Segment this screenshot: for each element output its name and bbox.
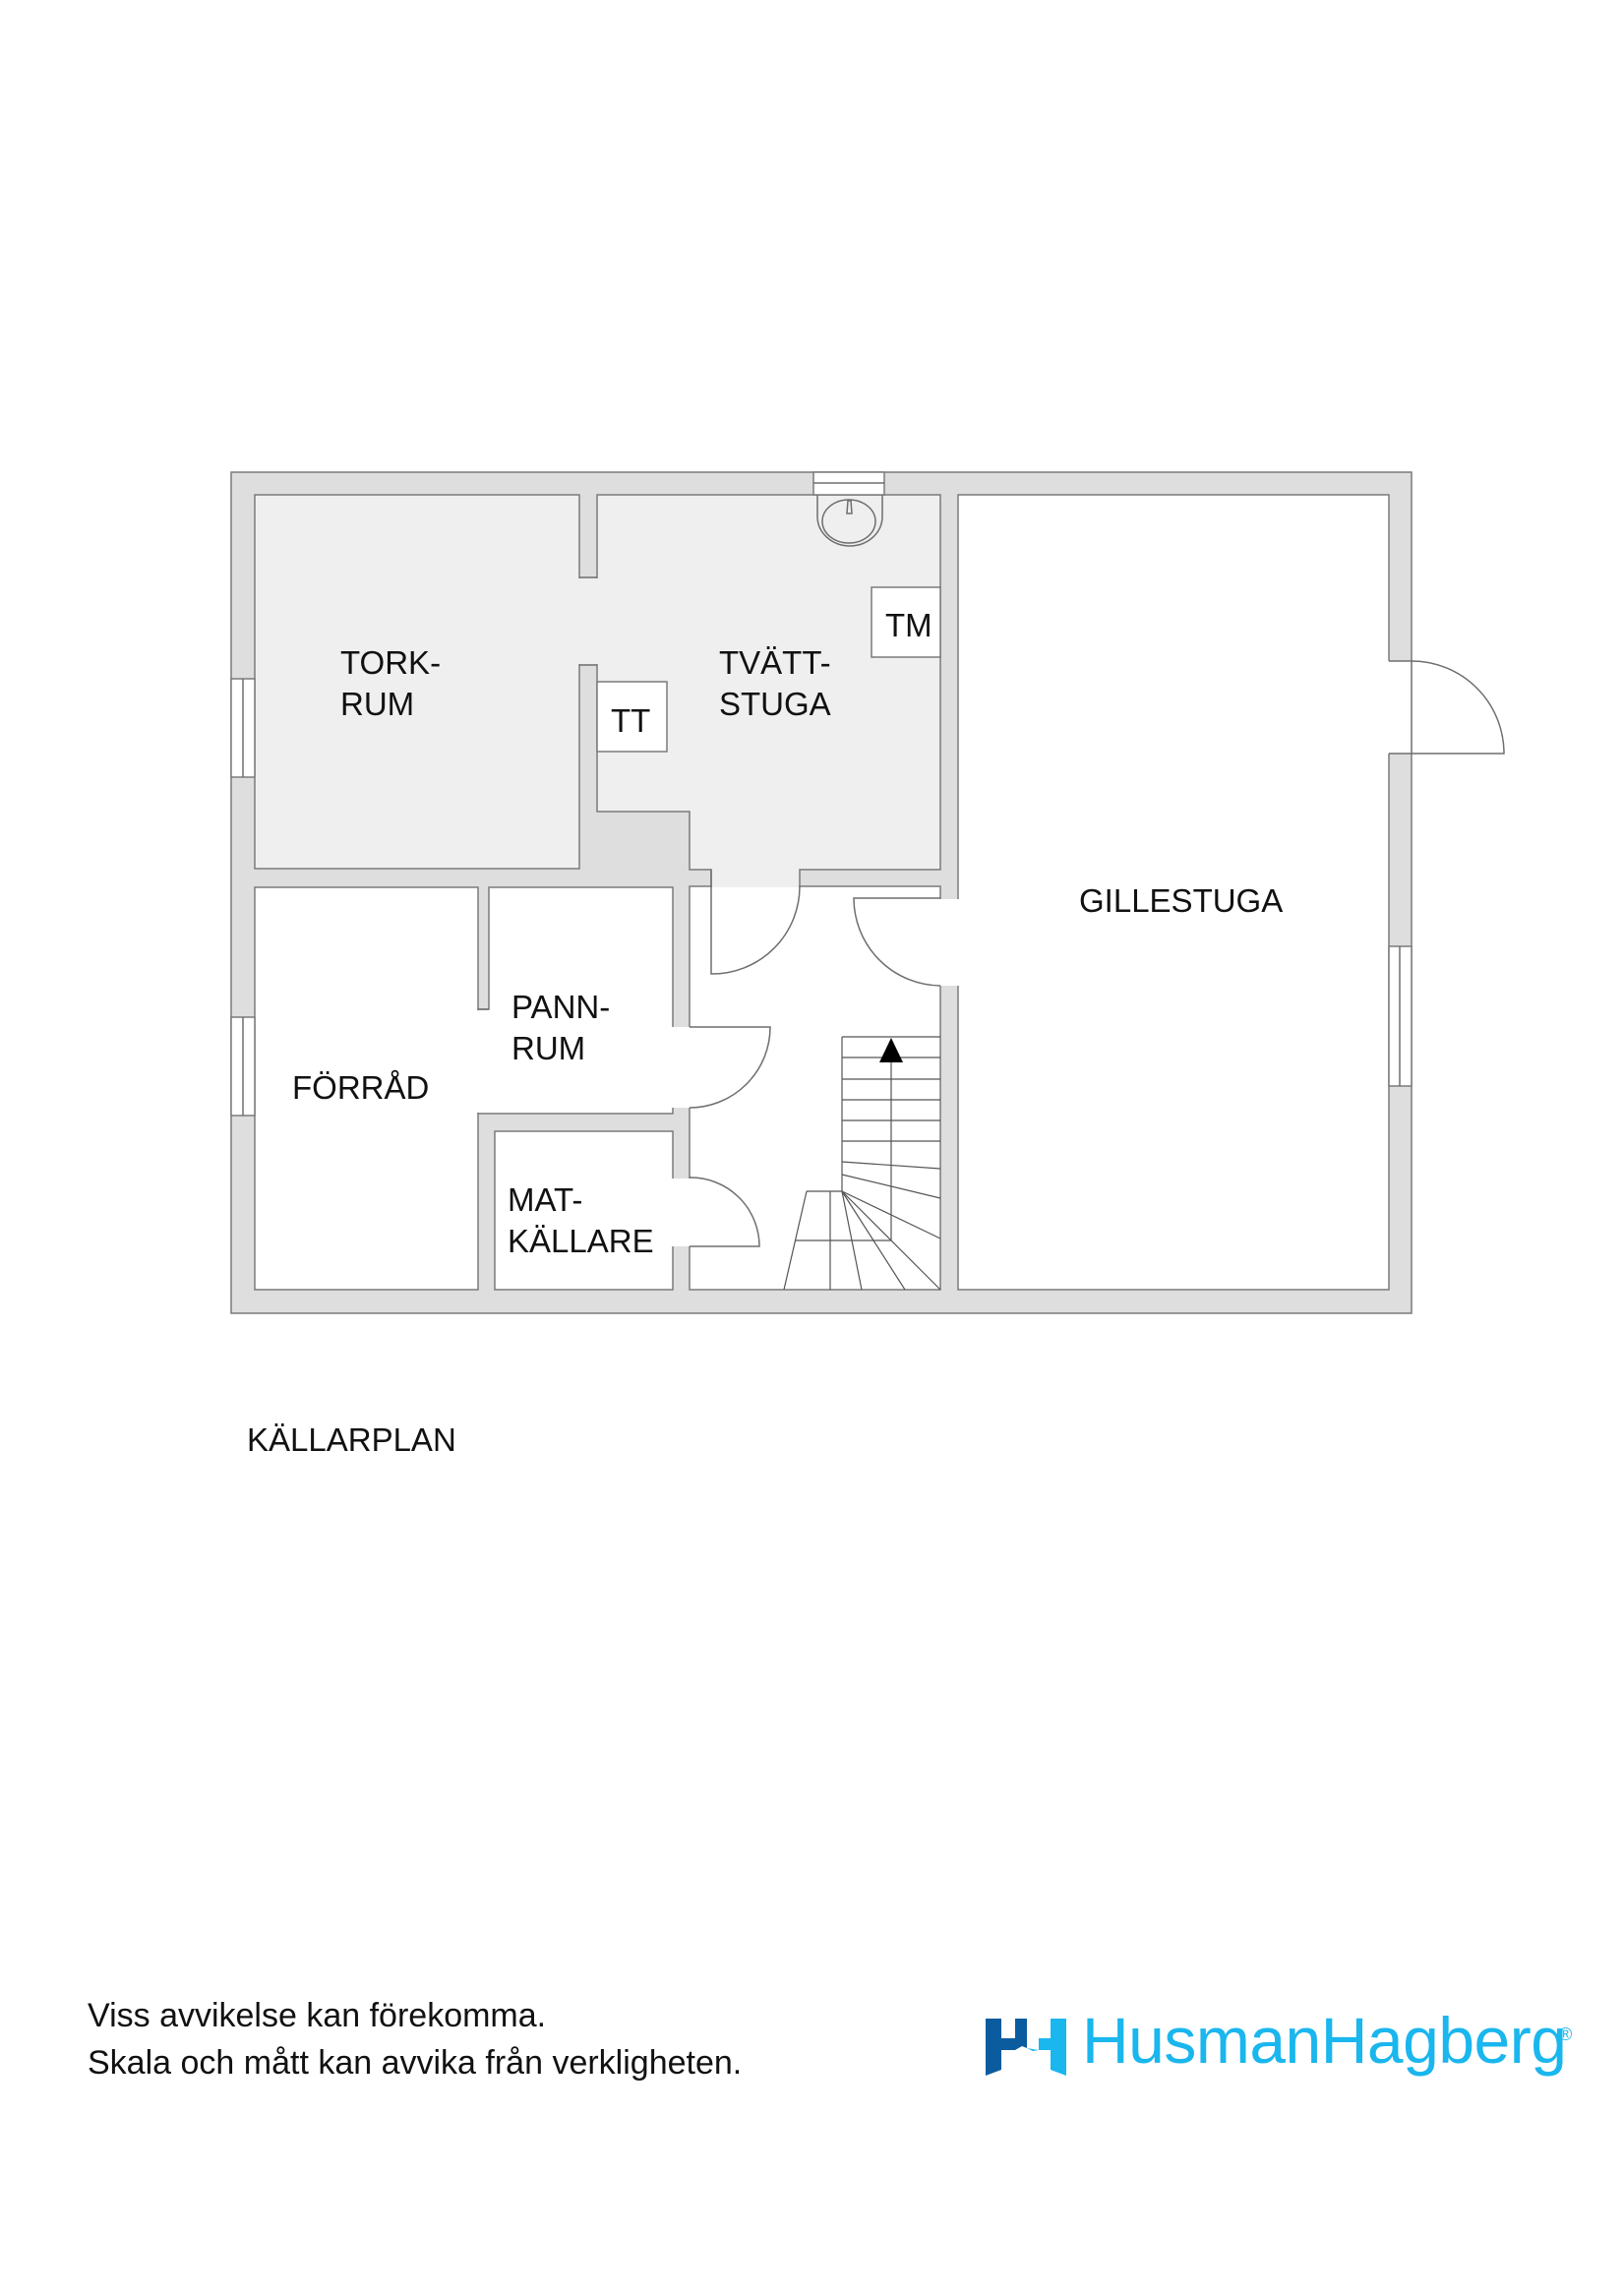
appliance-label-tm: TM: [885, 607, 932, 643]
brand-name: HusmanHagberg: [1082, 2004, 1567, 2077]
brand-logo-icon: [986, 2019, 1066, 2076]
room-gillestuga: [957, 494, 1390, 1291]
washing-machine-box: [871, 586, 941, 658]
room-forrad: [254, 886, 479, 1291]
room-label-matkallare: MAT-: [508, 1181, 582, 1218]
floor-plan: TORK- RUM TVÄTT- STUGA GILLESTUGA FÖRRÅD…: [230, 471, 1505, 1314]
appliance-label-tt: TT: [611, 702, 650, 739]
disclaimer-line-1: Viss avvikelse kan förekomma.: [88, 1997, 547, 2034]
room-label-torkrum: TORK-: [340, 644, 441, 681]
room-hall: [689, 885, 941, 1291]
plan-title: KÄLLARPLAN: [247, 1421, 456, 1458]
room-label-pannrum-2: RUM: [511, 1030, 585, 1066]
room-label-tvattstuga: TVÄTT-: [719, 644, 831, 681]
room-label-tvattstuga-2: STUGA: [719, 686, 831, 722]
disclaimer-line-2: Skala och mått kan avvika från verklighe…: [88, 2044, 743, 2082]
brand-registered-mark: ®: [1559, 2024, 1573, 2044]
room-label-gillestuga: GILLESTUGA: [1079, 882, 1283, 919]
room-matkallare: [494, 1130, 674, 1291]
stairs: [783, 1036, 941, 1291]
room-label-torkrum-2: RUM: [340, 686, 414, 722]
stairs-up-arrow-icon: [879, 1038, 903, 1062]
window-icon: [230, 471, 1413, 1117]
room-label-pannrum: PANN-: [511, 989, 610, 1025]
disclaimer: Viss avvikelse kan förekomma. Skala och …: [88, 1992, 742, 2086]
passage-torkrum-tvatt: [578, 578, 598, 664]
room-label-matkallare-2: KÄLLARE: [508, 1223, 654, 1259]
room-label-forrad: FÖRRÅD: [292, 1069, 429, 1106]
sink-icon: [816, 495, 883, 547]
room-torkrum: [254, 494, 580, 870]
door-swing-icon: [689, 660, 1505, 1247]
tumbler-box: [596, 681, 668, 753]
